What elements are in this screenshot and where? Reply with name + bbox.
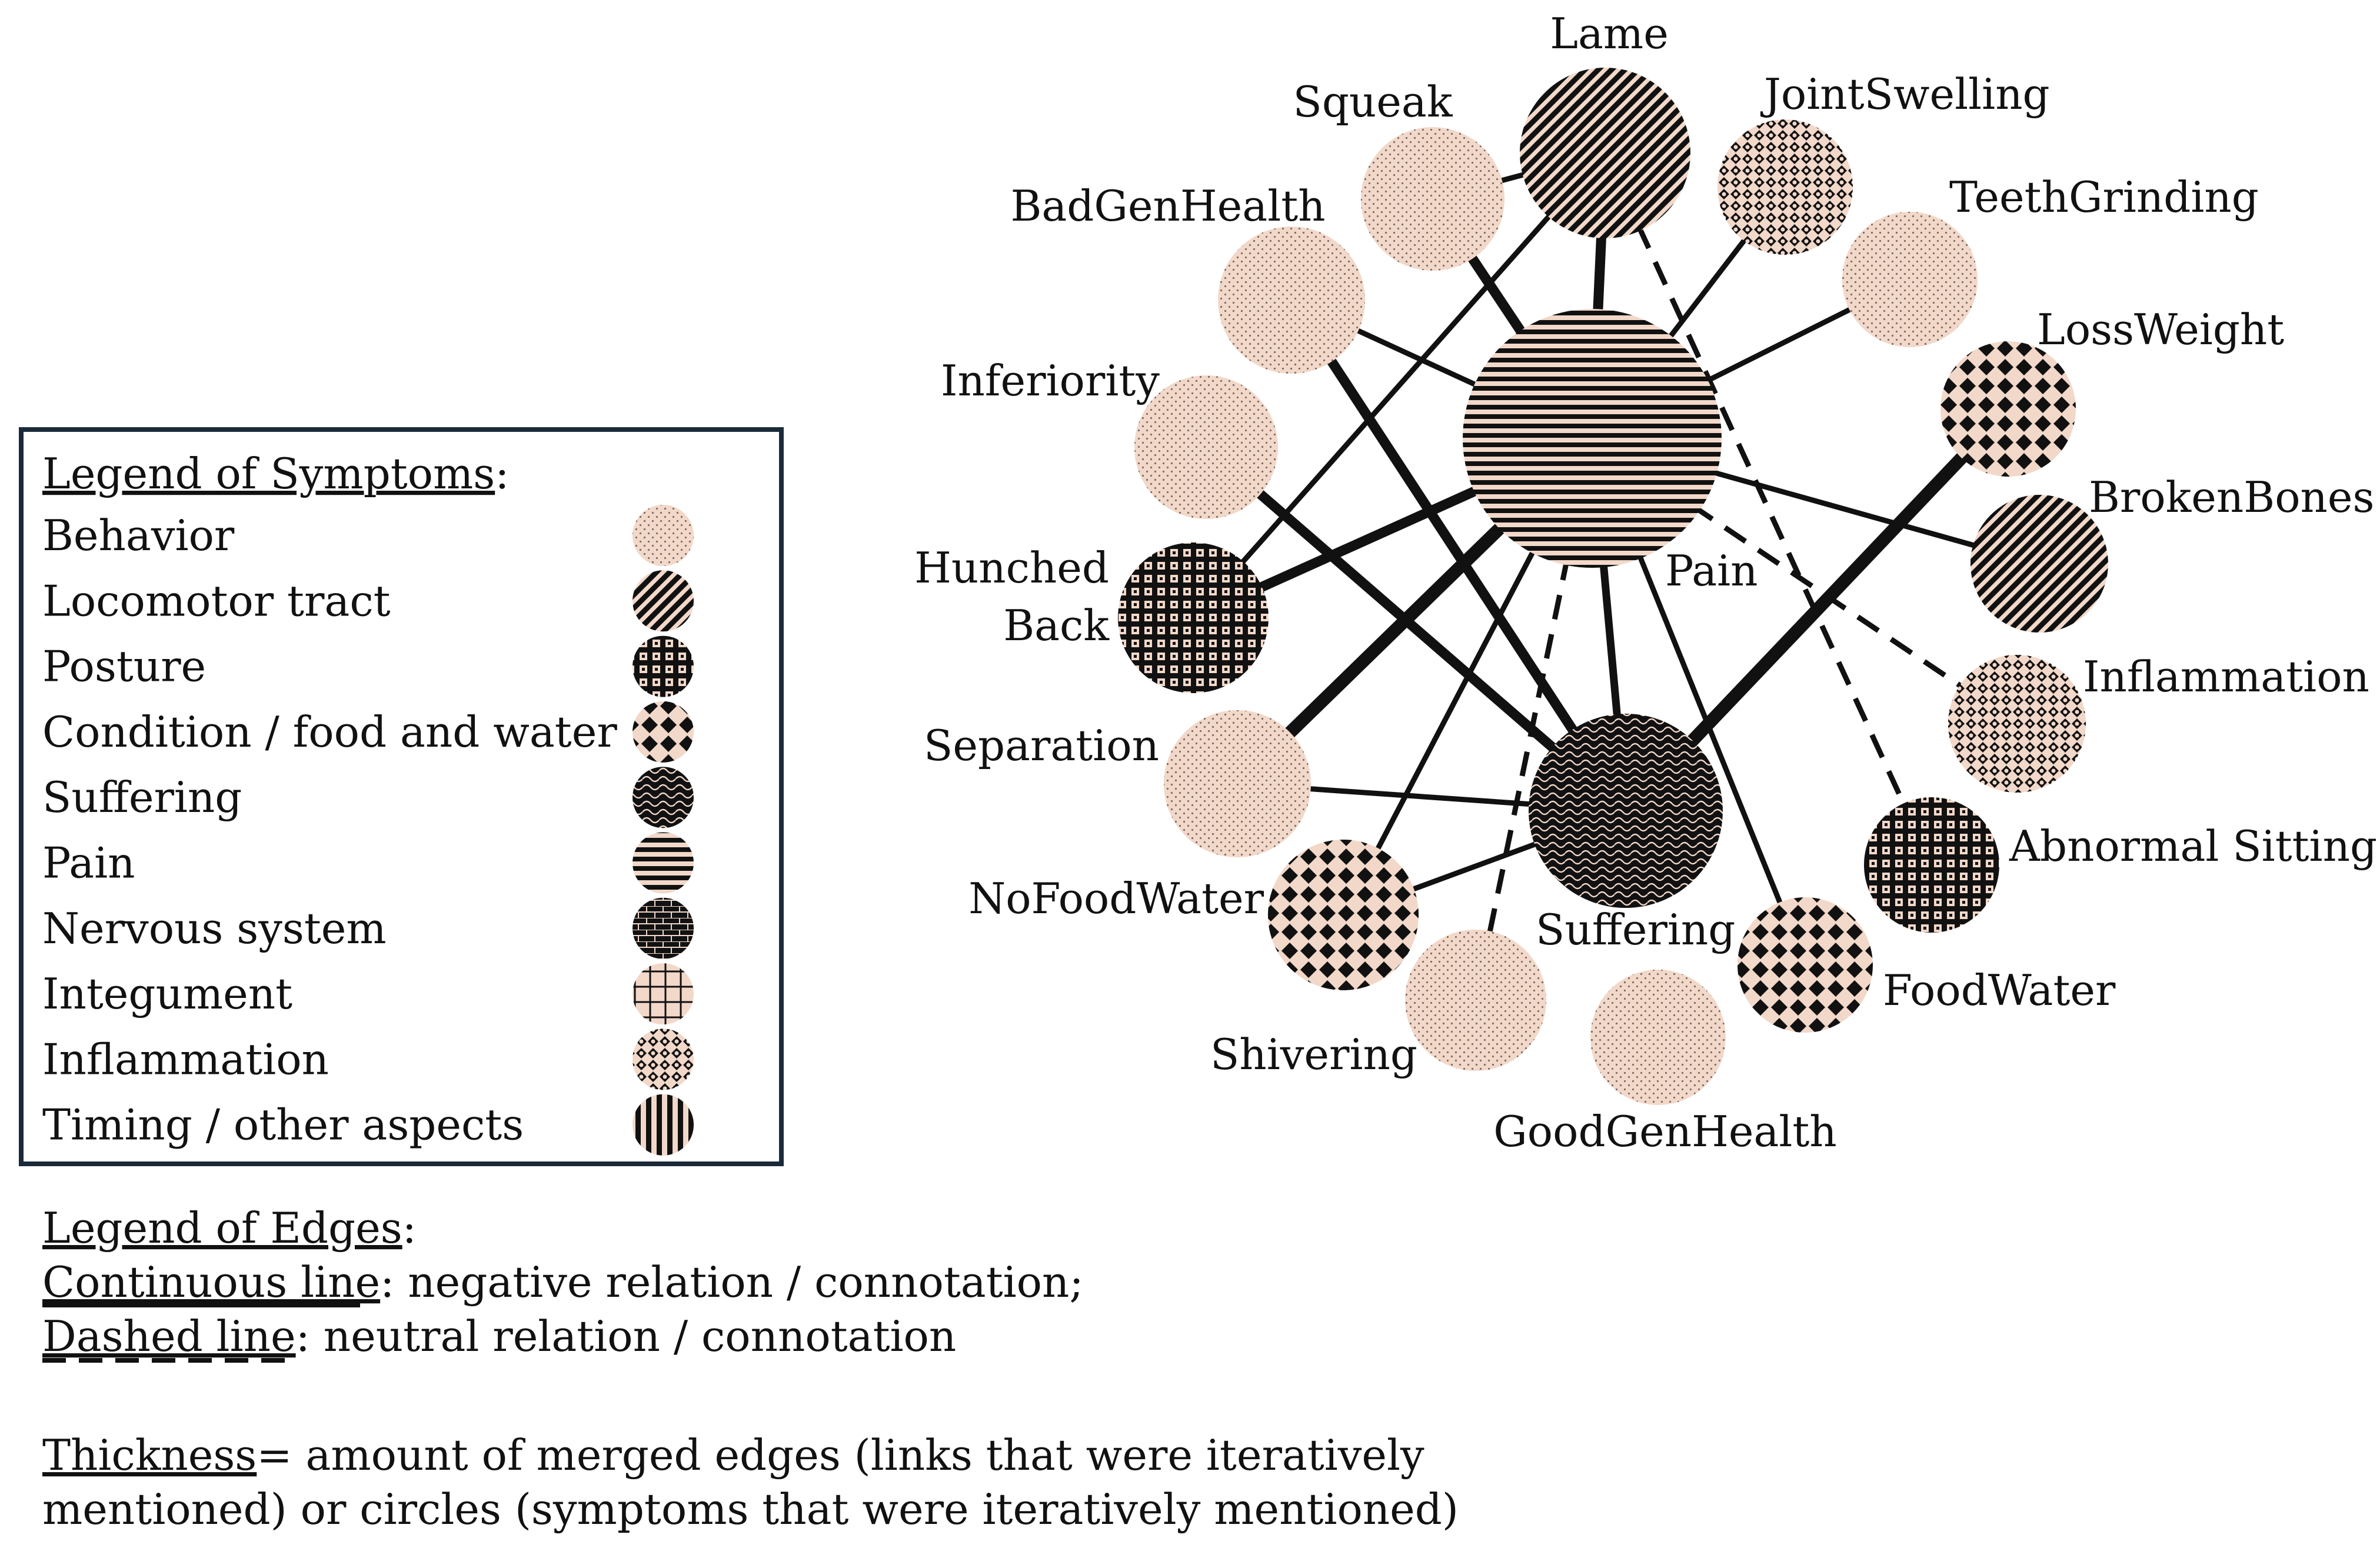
node-label-abnormalsitting: Abnormal Sitting	[2009, 821, 2377, 871]
edge-legend-thickness: Thickness= amount of merged edges (links…	[42, 1430, 1424, 1480]
node-label-inflammation: Inflammation	[2083, 652, 2369, 701]
node-label-hunchedback-line2: Back	[1003, 601, 1110, 650]
node-shivering	[1405, 930, 1546, 1071]
edge-lame-abnormalsitting	[1602, 152, 1935, 866]
node-label-jointswelling: JointSwelling	[1760, 69, 2050, 119]
legend-item-label-nervous: Nervous system	[42, 904, 387, 953]
node-label-separation: Separation	[924, 721, 1159, 770]
node-label-inferiority: Inferiority	[941, 356, 1160, 405]
node-squeak	[1361, 127, 1504, 271]
node-badgenhealth	[1218, 227, 1365, 374]
node-label-nofoodwater: NoFoodWater	[968, 874, 1264, 923]
edge-legend-title: Legend of Edges:	[42, 1203, 417, 1253]
legend-item-label-posture: Posture	[42, 642, 206, 691]
node-label-hunchedback-line1: Hunched	[914, 543, 1109, 593]
node-goodgenhealth	[1590, 970, 1726, 1105]
legend-item-label-integument: Integument	[42, 969, 292, 1019]
legend-swatch-integument	[633, 963, 694, 1025]
node-foodwater	[1737, 897, 1873, 1033]
node-hunchedback	[1118, 542, 1269, 693]
legend-swatch-condition	[633, 701, 694, 763]
edge-badgenhealth-suffering	[1287, 297, 1630, 814]
node-separation	[1164, 710, 1311, 857]
edge-legend: Legend of Edges: Continuous line: negati…	[42, 1203, 1459, 1534]
node-inferiority	[1134, 375, 1278, 519]
node-label-lame: Lame	[1550, 9, 1669, 58]
node-label-foodwater: FoodWater	[1883, 966, 2116, 1015]
node-lame	[1520, 68, 1690, 238]
legend-item-label-timing: Timing / other aspects	[42, 1100, 524, 1150]
legend-swatch-timing	[633, 1094, 694, 1156]
edge-lame-hunchedback	[1191, 151, 1607, 620]
node-label-brokenbones: BrokenBones	[2089, 472, 2374, 522]
node-jointswelling	[1717, 119, 1853, 255]
legend-swatch-nervous	[633, 897, 694, 959]
node-label-teethgrinding: TeethGrinding	[1949, 172, 2259, 222]
node-abnormalsitting	[1864, 797, 1999, 933]
node-label-lossweight: LossWeight	[2037, 305, 2284, 354]
node-label-goodgenhealth: GoodGenHealth	[1493, 1107, 1836, 1156]
legend-item-label-pain: Pain	[42, 838, 135, 888]
node-pain	[1463, 309, 1722, 568]
edge-legend-continuous: Continuous line: negative relation / con…	[42, 1257, 1084, 1307]
legend-swatch-behavior	[633, 505, 694, 566]
legend-item-label-condition: Condition / food and water	[42, 707, 617, 757]
node-inflammation	[1948, 655, 2086, 793]
node-brokenbones	[1970, 495, 2108, 633]
legend-item-label-inflammation: Inflammation	[42, 1034, 329, 1084]
node-lossweight	[1940, 341, 2076, 477]
node-label-pain: Pain	[1665, 546, 1758, 595]
edge-legend-thickness-cont: mentioned) or circles (symptoms that wer…	[42, 1485, 1459, 1534]
symptom-legend-title: Legend of Symptoms:	[42, 449, 509, 498]
node-label-badgenhealth: BadGenHealth	[1010, 181, 1325, 231]
node-nofoodwater	[1268, 840, 1419, 990]
legend-swatch-posture	[633, 635, 694, 697]
legend-swatch-locomotor	[633, 570, 694, 632]
legend-swatch-inflammation	[633, 1029, 694, 1090]
legend-swatch-suffering	[633, 767, 694, 828]
node-label-shivering: Shivering	[1210, 1030, 1417, 1079]
edge-legend-dashed: Dashed line: neutral relation / connotat…	[42, 1312, 956, 1361]
node-teethgrinding	[1842, 212, 1978, 347]
node-layer	[1118, 68, 2108, 1105]
node-suffering	[1529, 714, 1723, 908]
node-label-suffering: Suffering	[1536, 905, 1735, 954]
node-label-squeak: Squeak	[1293, 77, 1453, 127]
legend-swatch-pain	[633, 832, 694, 894]
legend-item-label-behavior: Behavior	[42, 511, 235, 560]
legend-item-label-suffering: Suffering	[42, 773, 242, 822]
legend-item-label-locomotor: Locomotor tract	[42, 576, 391, 625]
